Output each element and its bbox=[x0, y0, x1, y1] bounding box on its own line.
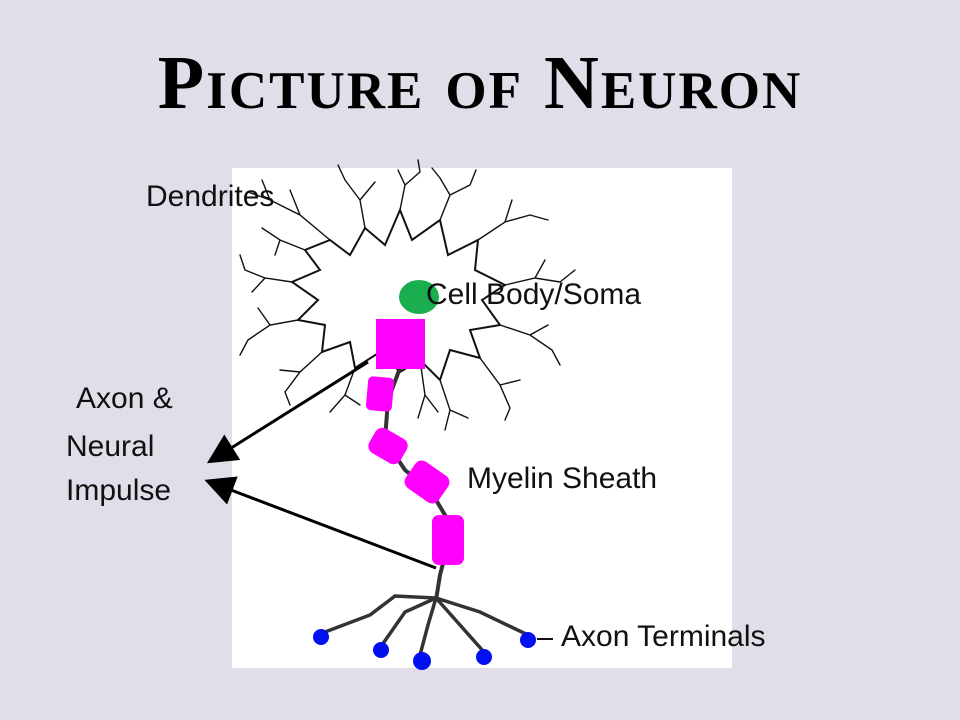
cell-body-outline bbox=[289, 207, 508, 382]
dendrites bbox=[239, 159, 576, 431]
axon-terminal-branches bbox=[323, 594, 530, 657]
myelin-sheath-label: Myelin Sheath bbox=[467, 462, 658, 495]
axon-label-line1: Axon & bbox=[76, 382, 173, 415]
myelin-segment bbox=[404, 460, 450, 504]
slide-title: Picture of Neuron bbox=[157, 41, 803, 125]
axon-terminal bbox=[313, 629, 329, 645]
impulse-arrow-lower bbox=[204, 476, 437, 570]
cell-body-label: Cell Body/Soma bbox=[426, 278, 642, 311]
axon-hillock-segment bbox=[376, 319, 425, 369]
myelin-segment bbox=[368, 427, 408, 465]
axon-terminal bbox=[476, 649, 492, 665]
impulse-arrow-upper bbox=[206, 360, 369, 464]
axon-terminal bbox=[373, 642, 389, 658]
axon-label-line2: Neural bbox=[66, 430, 155, 463]
myelin-segment bbox=[432, 515, 464, 565]
axon-terminals-label: Axon Terminals bbox=[561, 620, 766, 653]
axon-terminal bbox=[520, 632, 536, 648]
axon-terminal bbox=[413, 652, 431, 670]
myelin-segment bbox=[365, 376, 395, 412]
dendrites-label: Dendrites bbox=[146, 180, 275, 213]
axon-label-line3: Impulse bbox=[66, 474, 172, 507]
nucleus bbox=[399, 280, 439, 314]
